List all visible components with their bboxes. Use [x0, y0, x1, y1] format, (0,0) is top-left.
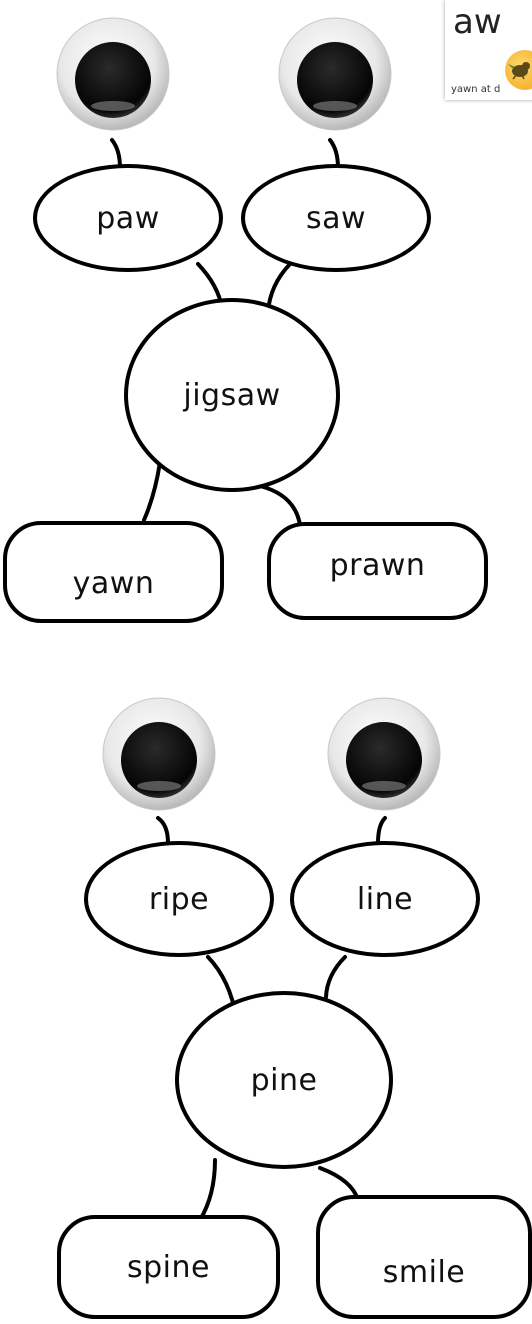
- googly-eye-icon: [102, 697, 216, 811]
- word-label: smile: [382, 1254, 466, 1290]
- phonics-card: aw yawn at d: [445, 0, 532, 100]
- word-label: pine: [250, 1062, 318, 1098]
- word-node-jigsaw: jigsaw: [124, 298, 340, 492]
- word-node-spine: spine: [57, 1215, 280, 1319]
- word-node-pine: pine: [175, 991, 393, 1169]
- word-node-line: line: [290, 841, 480, 957]
- phonics-caption: yawn at d: [451, 84, 501, 95]
- word-node-saw: saw: [241, 164, 431, 272]
- word-node-yawn: yawn: [3, 521, 224, 623]
- bird-icon: [508, 62, 530, 80]
- word-label: ripe: [148, 881, 210, 917]
- googly-eye-icon: [327, 697, 441, 811]
- word-label: saw: [305, 200, 367, 236]
- googly-eye-icon: [56, 17, 170, 131]
- word-node-paw: paw: [33, 164, 223, 272]
- word-label: prawn: [329, 547, 426, 583]
- word-label: line: [356, 881, 414, 917]
- word-label: paw: [96, 200, 160, 236]
- phonics-sound-label: aw: [453, 2, 502, 42]
- word-label: spine: [127, 1249, 210, 1285]
- word-node-ripe: ripe: [84, 841, 274, 957]
- googly-eye-icon: [278, 17, 392, 131]
- word-label: jigsaw: [183, 377, 281, 413]
- word-node-smile: smile: [316, 1195, 532, 1319]
- word-label: yawn: [72, 565, 155, 601]
- word-node-prawn: prawn: [267, 522, 488, 620]
